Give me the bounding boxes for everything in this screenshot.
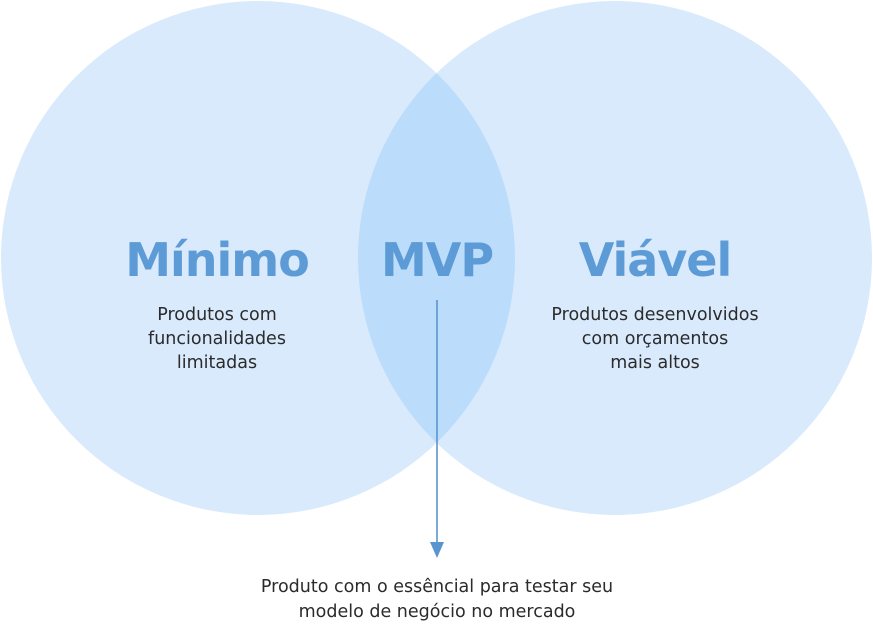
- arrow-head-icon: [430, 542, 444, 558]
- title-mvp: MVP: [380, 233, 494, 287]
- description-minimo-line: Produtos com: [157, 305, 277, 325]
- circle-minimo: [1, 1, 515, 515]
- description-viavel: Produtos desenvolvidos com orçamentos ma…: [525, 303, 785, 375]
- title-viavel: Viável: [578, 233, 733, 287]
- description-minimo-line: limitadas: [176, 353, 258, 373]
- mvp-caption-line: modelo de negócio no mercado: [298, 602, 576, 622]
- description-viavel-line: mais altos: [610, 353, 700, 373]
- description-viavel-line: Produtos desenvolvidos: [551, 305, 759, 325]
- description-minimo-line: funcionalidades: [148, 329, 286, 349]
- circle-viavel: [358, 1, 872, 515]
- mvp-caption-line: Produto com o essêncial para testar seu: [260, 577, 614, 597]
- title-minimo: Mínimo: [125, 233, 310, 287]
- mvp-caption: Produto com o essêncial para testar seu …: [207, 575, 667, 625]
- description-viavel-line: com orçamentos: [581, 329, 729, 349]
- description-minimo: Produtos com funcionalidades limitadas: [117, 303, 317, 375]
